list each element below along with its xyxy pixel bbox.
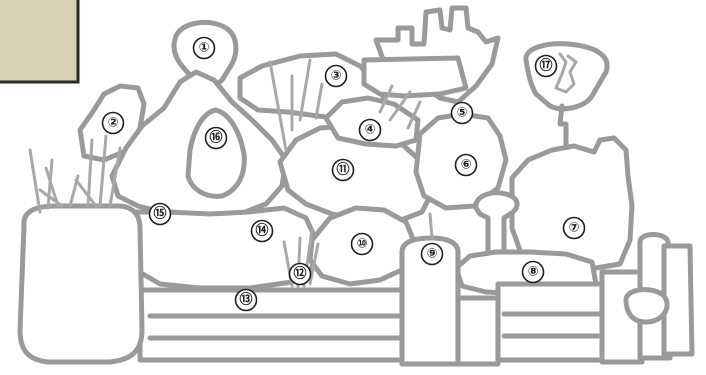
label-3-badge: ③ [326, 66, 347, 87]
label-15: ⑮ [153, 206, 166, 222]
label-16-badge: ⑯ [206, 128, 227, 149]
right-base [498, 284, 604, 360]
label-1: ① [198, 41, 209, 56]
label-10-badge: ⑩ [352, 234, 373, 255]
label-8: ⑧ [527, 265, 538, 280]
label-5: ⑤ [456, 106, 467, 121]
label-7-badge: ⑦ [564, 218, 585, 239]
center-post [458, 298, 498, 364]
label-15-badge: ⑮ [150, 204, 171, 225]
label-14-badge: ⑭ [252, 221, 273, 242]
left-pot [20, 206, 142, 362]
label-4: ④ [364, 123, 375, 138]
label-3: ③ [330, 69, 341, 84]
label-13-badge: ⑬ [236, 290, 257, 311]
label-6: ⑥ [460, 158, 471, 173]
label-2-badge: ② [103, 113, 124, 134]
label-9: ⑨ [426, 247, 437, 262]
label-16: ⑯ [209, 130, 222, 146]
photo-thumbnail [0, 0, 78, 82]
label-2: ② [107, 116, 118, 131]
label-5-badge: ⑤ [452, 103, 473, 124]
region-5-plank [364, 58, 466, 96]
label-4-badge: ④ [360, 120, 381, 141]
label-7: ⑦ [568, 221, 579, 236]
right-rock-small [626, 290, 667, 322]
label-10: ⑩ [356, 237, 367, 252]
label-9-badge: ⑨ [422, 244, 443, 265]
label-11: ⑪ [336, 162, 349, 178]
label-12: ⑫ [293, 266, 306, 282]
region-17-plant [526, 44, 607, 109]
label-1-badge: ① [194, 38, 215, 59]
region-13-base [140, 290, 408, 360]
label-12-badge: ⑫ [290, 264, 311, 285]
label-17: ⑰ [539, 58, 552, 74]
label-8-badge: ⑧ [523, 262, 544, 283]
grass-left-pot [30, 136, 120, 212]
label-11-badge: ⑪ [333, 160, 354, 181]
label-14: ⑭ [255, 223, 268, 239]
label-6-badge: ⑥ [456, 155, 477, 176]
label-17-badge: ⑰ [536, 56, 557, 77]
label-13: ⑬ [239, 292, 252, 308]
